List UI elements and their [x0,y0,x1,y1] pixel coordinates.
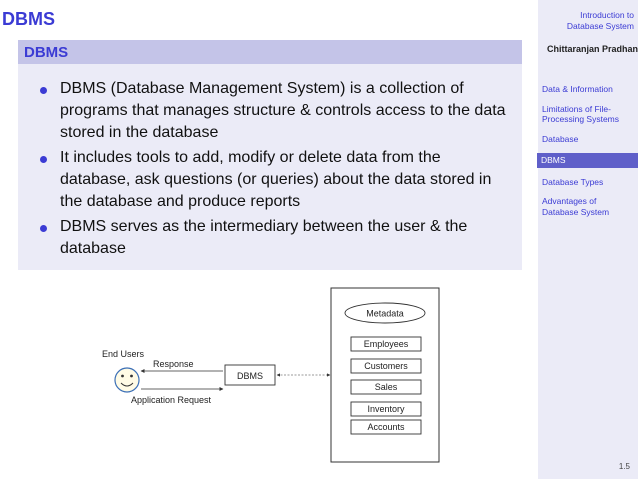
page-number: 1.5 [618,462,630,471]
metadata-ellipse [344,302,426,324]
request-label: Application Request [131,395,212,405]
svg-text:Customers: Customers [364,361,408,371]
metadata-label: Metadata [366,309,404,319]
bullet-item: DBMS serves as the intermediary between … [40,216,510,260]
table-employees [350,336,422,352]
sidebar: Introduction to Database System Chittara… [537,0,638,479]
sidebar-presentation-title[interactable]: Introduction to Database System [566,10,634,31]
smiley-icon [114,367,140,393]
dbms-diagram: End Users Response Application Request D… [102,287,440,463]
svg-text:Accounts: Accounts [367,422,405,432]
table-customers [350,358,422,374]
sidebar-item-data-information[interactable]: Data & Information [542,84,613,94]
slide-title: DBMS [2,9,55,29]
block-header: DBMS [18,40,522,64]
end-users-label: End Users [102,349,145,359]
sidebar-item-database-types[interactable]: Database Types [542,176,604,187]
table-inventory [350,401,422,417]
bullet-dot-icon [40,87,47,94]
sidebar-author: Chittaranjan Pradhan [546,44,638,54]
bullet-dot-icon [40,156,47,163]
table-sales [350,379,422,395]
sidebar-item-dbms[interactable]: DBMS [537,153,638,168]
bullet-item: It includes tools to add, modify or dele… [40,147,510,213]
svg-text:Sales: Sales [375,382,398,392]
dbms-box-label: DBMS [237,371,263,381]
table-accounts [350,419,422,435]
svg-text:Inventory: Inventory [367,404,405,414]
sidebar-item-database[interactable]: Database [542,133,579,144]
block-body: DBMS (Database Management System) is a c… [18,64,522,270]
bullet-list: DBMS (Database Management System) is a c… [40,78,510,263]
sidebar-item-limitations[interactable]: Limitations of File-Processing Systems [542,103,619,125]
sidebar-item-advantages[interactable]: Advantages of Database System [542,196,610,217]
block-title: DBMS [24,44,69,61]
response-label: Response [153,359,194,369]
svg-text:Employees: Employees [364,339,409,349]
sidebar-nav: Data & Information Limitations of File-P… [537,84,638,226]
bullet-dot-icon [40,225,47,232]
dbms-box [224,364,276,386]
bullet-item: DBMS (Database Management System) is a c… [40,78,510,144]
